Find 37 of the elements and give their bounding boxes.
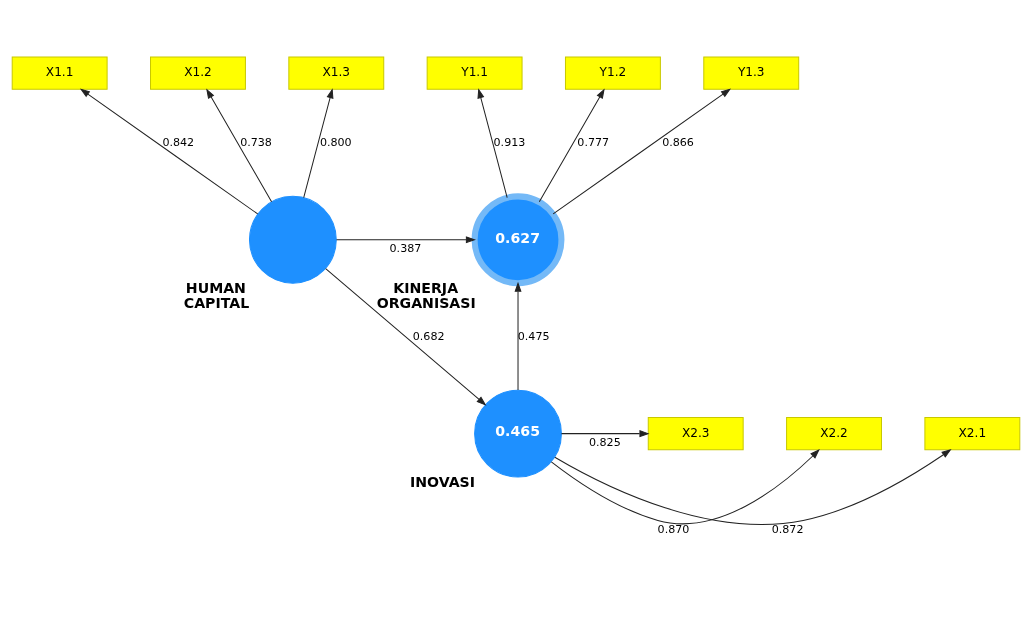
- arrow: [560, 429, 650, 437]
- edge-label: 0.387: [389, 241, 422, 255]
- node-box: X2.2: [786, 416, 882, 450]
- arrow: [336, 235, 476, 243]
- edge-label: 0.870: [657, 522, 690, 536]
- node-circle: [248, 195, 337, 284]
- arrow: [538, 87, 605, 202]
- edge-label: 0.913: [493, 135, 526, 149]
- node-box: Y1.3: [703, 56, 800, 90]
- node-box: X1.1: [11, 56, 108, 90]
- edge-label: 0.800: [319, 135, 352, 149]
- edge-label: 0.842: [162, 135, 195, 149]
- arrow: [325, 267, 487, 406]
- arrow: [477, 87, 508, 198]
- edge-label: 0.825: [588, 435, 621, 449]
- edge-label: 0.777: [577, 135, 610, 149]
- node-label: HUMAN CAPITAL: [183, 279, 250, 311]
- arrow: [303, 87, 334, 198]
- edge-label: 0.872: [771, 522, 804, 536]
- arrow: [79, 87, 259, 214]
- node-box: Y1.1: [426, 56, 523, 90]
- arrow: [550, 448, 820, 524]
- edge-label: 0.738: [240, 135, 272, 149]
- arrow: [552, 87, 732, 214]
- arrow: [514, 281, 522, 391]
- node-label: INOVASI: [409, 473, 476, 490]
- node-circle: 0.627: [471, 192, 565, 286]
- edge-label: 0.475: [517, 329, 550, 343]
- arrow: [554, 448, 952, 525]
- node-box: X1.2: [150, 56, 246, 90]
- node-box: X1.3: [288, 56, 385, 90]
- node-box: X2.3: [647, 416, 744, 450]
- edge-label: 0.866: [662, 135, 694, 149]
- node-box: X2.1: [924, 416, 1021, 450]
- node-box: Y1.2: [564, 56, 661, 90]
- edge-label: 0.682: [412, 329, 445, 343]
- arrow: [206, 87, 273, 202]
